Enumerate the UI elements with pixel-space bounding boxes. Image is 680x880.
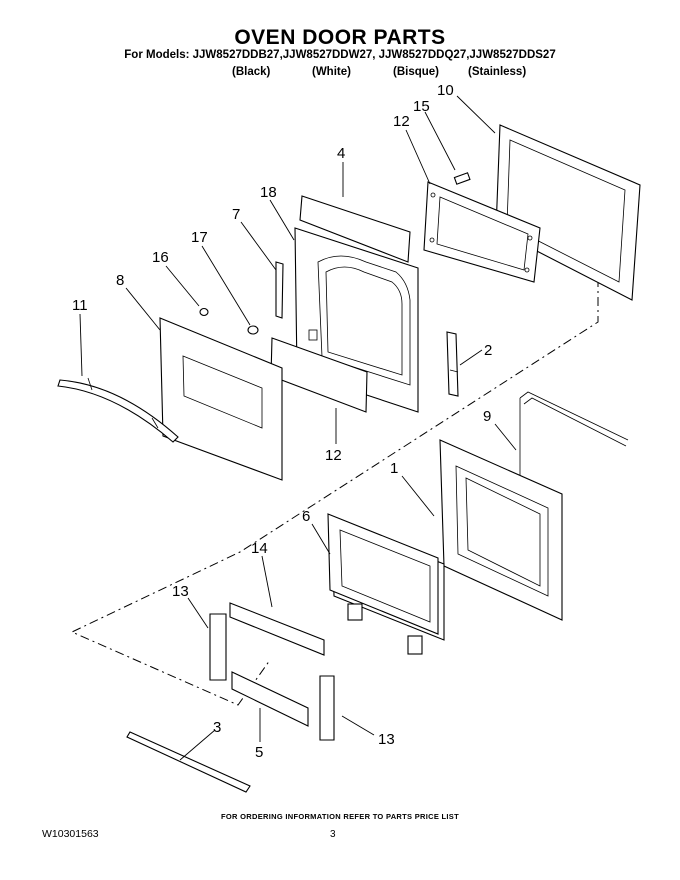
leader-lines <box>79 95 517 761</box>
callout-12-upper: 12 <box>393 113 410 130</box>
callout-18: 18 <box>260 184 277 201</box>
callout-13-right: 13 <box>378 731 395 748</box>
callout-labels: 10 15 12 4 18 7 17 16 8 11 2 12 9 1 6 14… <box>72 82 492 761</box>
finish-stainless: (Stainless) <box>468 66 527 78</box>
callout-17: 17 <box>191 229 208 246</box>
callout-3: 3 <box>213 719 221 736</box>
part-outer-glass <box>495 124 641 301</box>
part-hinge-bracket <box>446 331 459 397</box>
part-glass-pack <box>327 513 445 655</box>
part-insulation-strip <box>299 195 411 263</box>
part-side-block-left <box>209 613 227 681</box>
finish-white: (White) <box>312 66 351 78</box>
part-bottom-strip <box>126 731 251 793</box>
callout-14: 14 <box>251 540 268 557</box>
part-fastener-16 <box>199 307 209 317</box>
part-screw <box>453 172 471 185</box>
part-glass-frame-upper <box>423 181 541 283</box>
page-title: OVEN DOOR PARTS <box>234 26 446 49</box>
part-door-handle <box>57 377 179 443</box>
callout-12-lower: 12 <box>325 447 342 464</box>
callout-5: 5 <box>255 744 263 761</box>
callout-8: 8 <box>116 272 124 289</box>
part-upper-insulation-bar <box>229 602 325 656</box>
part-lower-insulation-bar <box>231 671 309 727</box>
finish-bisque: (Bisque) <box>393 66 439 78</box>
callout-2: 2 <box>484 342 492 359</box>
page-number: 3 <box>330 829 336 840</box>
callout-4: 4 <box>337 145 345 162</box>
callout-7: 7 <box>232 206 240 223</box>
part-vent-strip <box>275 261 284 319</box>
ordering-note: FOR ORDERING INFORMATION REFER TO PARTS … <box>221 812 459 821</box>
document-number: W10301563 <box>42 828 99 840</box>
part-outer-door-panel <box>159 317 283 481</box>
finish-black: (Black) <box>232 66 271 78</box>
callout-15: 15 <box>413 98 430 115</box>
callout-1: 1 <box>390 460 398 477</box>
callout-6: 6 <box>302 508 310 525</box>
callout-9: 9 <box>483 408 491 425</box>
models-line: For Models: JJW8527DDB27,JJW8527DDW27, J… <box>124 49 556 61</box>
part-side-block-right <box>319 675 335 741</box>
callout-10: 10 <box>437 82 454 99</box>
callout-11: 11 <box>72 297 88 314</box>
part-fastener-17 <box>247 325 259 335</box>
part-inner-door-frame <box>439 439 563 621</box>
callout-13-left: 13 <box>172 583 189 600</box>
callout-16: 16 <box>152 249 169 266</box>
